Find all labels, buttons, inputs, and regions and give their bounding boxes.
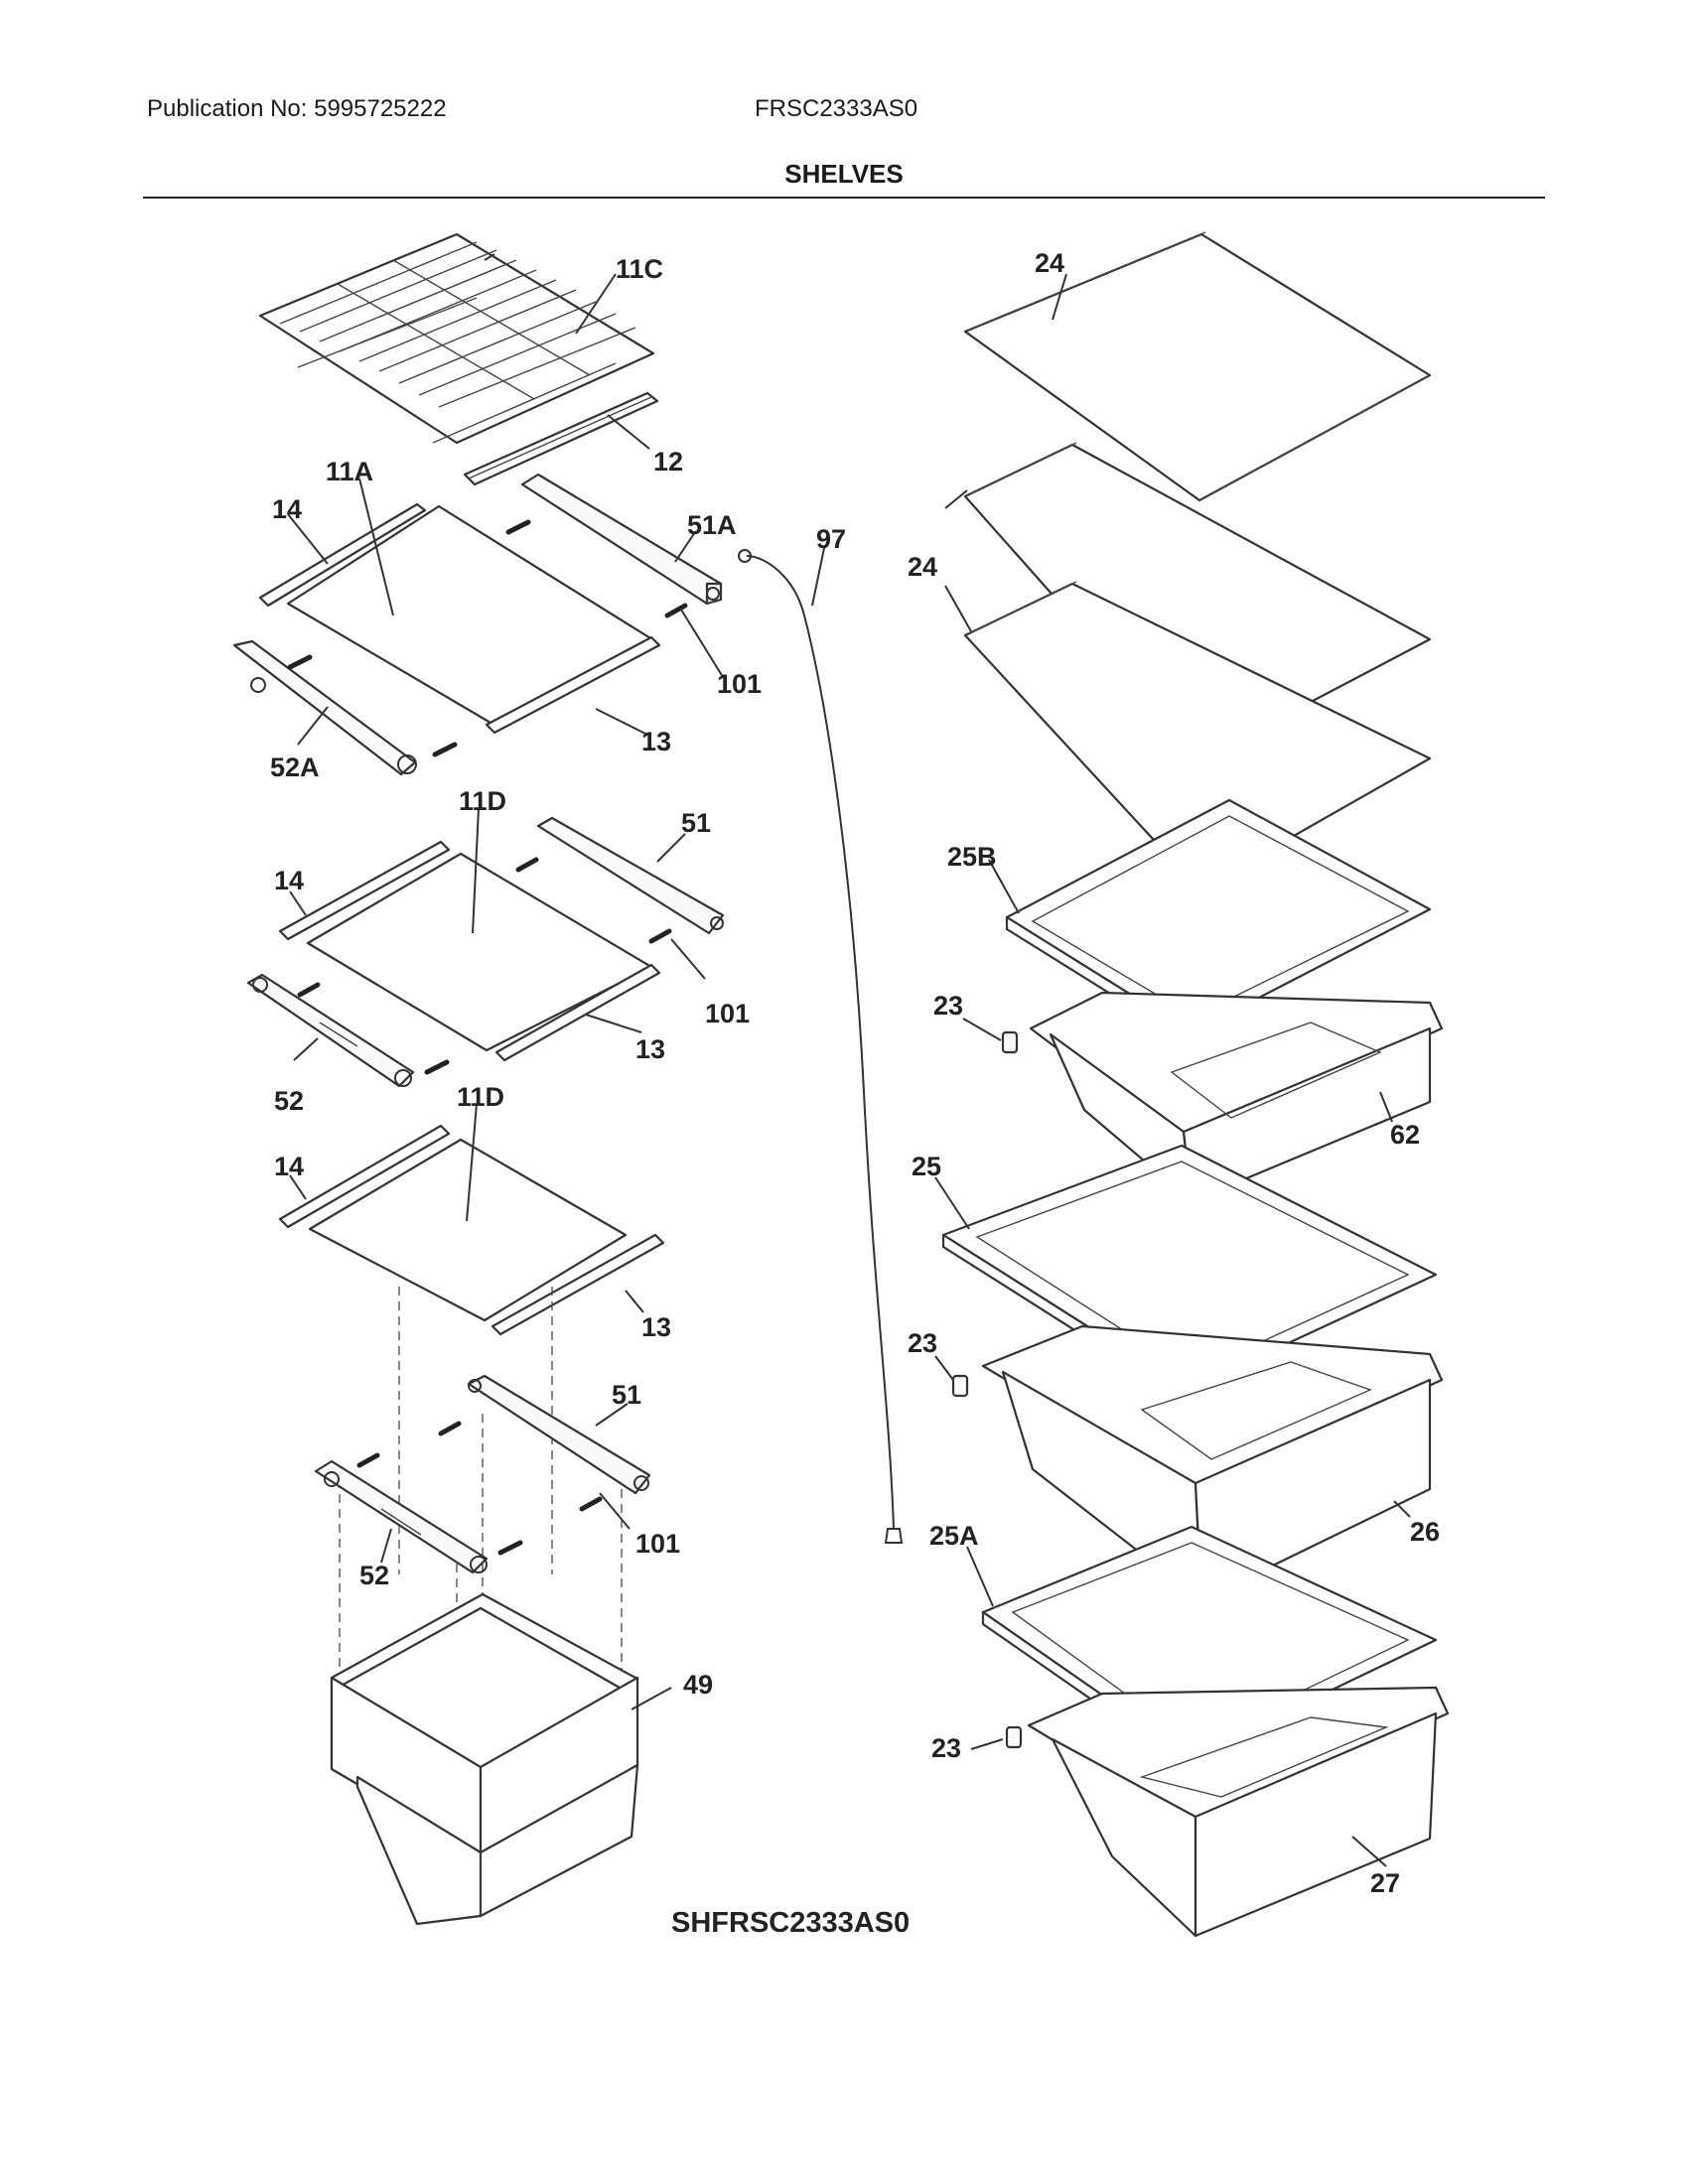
callout-23-a: 23 bbox=[933, 991, 963, 1021]
shelf-trim-13-low bbox=[491, 1233, 665, 1336]
glass-shelf-24-bottom bbox=[963, 581, 1432, 891]
callout-23-b: 23 bbox=[908, 1328, 937, 1358]
callout-51-b: 51 bbox=[612, 1380, 641, 1410]
screws-set-a bbox=[287, 519, 688, 757]
shelf-bracket-51-lower bbox=[467, 1374, 651, 1495]
callout-23-c: 23 bbox=[931, 1733, 961, 1763]
callout-25: 25 bbox=[912, 1152, 941, 1181]
callout-51A: 51A bbox=[687, 510, 737, 540]
callout-labels: 11C 12 11A 14 51A 101 13 52A 97 11D 51 1… bbox=[270, 248, 1440, 1898]
callout-12: 12 bbox=[653, 447, 683, 477]
callout-13-b: 13 bbox=[635, 1034, 665, 1064]
glass-shelf-11D-upper bbox=[306, 852, 653, 1052]
drawer-stop-23-a bbox=[1001, 1030, 1019, 1054]
shelf-bracket-52A bbox=[232, 639, 417, 776]
callout-11A: 11A bbox=[326, 457, 373, 486]
callout-52A: 52A bbox=[270, 752, 320, 782]
section-title: SHELVES bbox=[784, 159, 904, 189]
shelf-bracket-51A bbox=[520, 473, 723, 606]
callout-14-c: 14 bbox=[274, 1152, 304, 1181]
glass-shelf-24-top bbox=[963, 231, 1432, 502]
callout-49: 49 bbox=[683, 1670, 713, 1700]
callout-97: 97 bbox=[816, 524, 846, 554]
callout-11C: 11C bbox=[616, 254, 663, 284]
callout-13-c: 13 bbox=[641, 1312, 671, 1342]
callout-101-c: 101 bbox=[635, 1529, 680, 1559]
shelf-trim-13-top bbox=[485, 635, 661, 735]
diagram-code: SHFRSC2333AS0 bbox=[671, 1907, 910, 1939]
header-divider bbox=[143, 197, 1545, 199]
shelf-bracket-51-upper bbox=[536, 816, 725, 935]
callout-14-a: 14 bbox=[272, 494, 302, 524]
glass-shelf-11A bbox=[286, 504, 657, 725]
shelf-trim-14-low bbox=[278, 1124, 451, 1229]
screws-set-c bbox=[356, 1421, 603, 1556]
callout-13-a: 13 bbox=[641, 727, 671, 756]
water-tube-97 bbox=[738, 549, 904, 1544]
shelf-trim-14-mid bbox=[278, 840, 451, 941]
drawer-stop-23-b bbox=[951, 1374, 969, 1398]
callout-26: 26 bbox=[1410, 1517, 1440, 1547]
publication-number: Publication No: 5995725222 bbox=[147, 95, 447, 122]
callout-25A: 25A bbox=[929, 1521, 979, 1551]
callout-52-b: 52 bbox=[359, 1561, 389, 1590]
glass-shelf-11D-lower bbox=[308, 1138, 628, 1322]
callout-27: 27 bbox=[1370, 1868, 1400, 1898]
drawer-stop-23-c bbox=[1005, 1725, 1023, 1749]
screws-set-b bbox=[297, 857, 672, 1075]
shelf-bracket-52-lower bbox=[314, 1459, 489, 1574]
shelf-trim-14-top bbox=[258, 502, 427, 608]
callout-25B: 25B bbox=[947, 842, 997, 872]
model-number: FRSC2333AS0 bbox=[755, 95, 918, 122]
callout-51-a: 51 bbox=[681, 808, 711, 838]
callout-52-a: 52 bbox=[274, 1086, 304, 1116]
leader-lines bbox=[287, 273, 1411, 1867]
callout-11D-a: 11D bbox=[459, 786, 506, 816]
callout-101-b: 101 bbox=[705, 999, 750, 1028]
callout-11D-b: 11D bbox=[457, 1082, 504, 1112]
callout-14-b: 14 bbox=[274, 866, 304, 895]
callout-24-a: 24 bbox=[1035, 248, 1064, 278]
door-bin-49 bbox=[330, 1592, 639, 1926]
shelf-trim-13-mid bbox=[494, 963, 661, 1062]
crisper-drawer-62 bbox=[1029, 991, 1444, 1203]
crisper-drawer-27 bbox=[1027, 1686, 1450, 1938]
callout-24-b: 24 bbox=[908, 552, 937, 582]
callout-62: 62 bbox=[1390, 1120, 1420, 1150]
wire-shelf-11C bbox=[258, 232, 655, 445]
callout-101-a: 101 bbox=[717, 669, 762, 699]
shelf-bracket-52-upper bbox=[246, 973, 415, 1088]
